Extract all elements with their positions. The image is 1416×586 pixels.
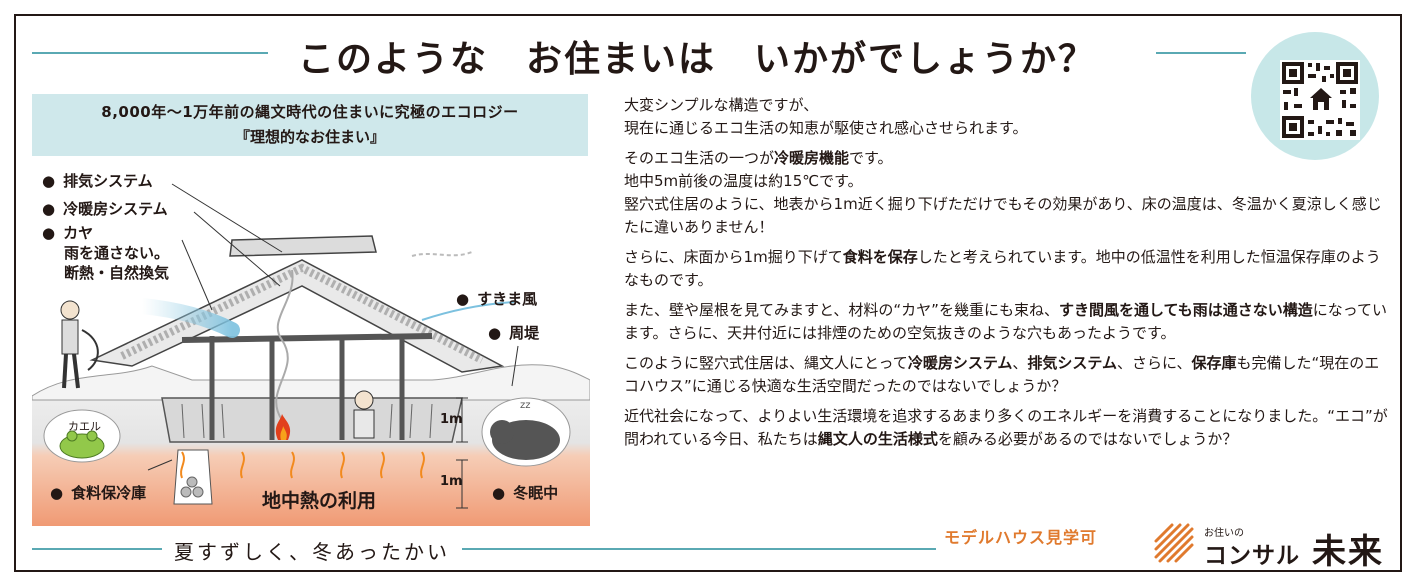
fire-icon	[275, 414, 291, 440]
label-draft: すきま風	[456, 288, 537, 309]
paragraph-6: 近代社会になって、よりよい生活環境を追求するあまり多くのエネルギーを消費すること…	[624, 405, 1394, 451]
frog-icon	[43, 409, 121, 463]
body-text: 大変シンプルな構造ですが、 現在に通じるエコ生活の知恵が駆使され感心させられます…	[624, 94, 1394, 458]
p2-pre: そのエコ生活の一つが	[624, 149, 775, 167]
paragraph-2: そのエコ生活の一つが冷暖房機能です。 地中5m前後の温度は約15℃です。 竪穴式…	[624, 147, 1394, 239]
label-heating: 冷暖房システム	[42, 198, 168, 219]
headline-rule-left	[32, 52, 268, 54]
p6-post: を顧みる必要があるのではないでしょうか？	[937, 430, 1238, 448]
subhead-line-1: 8,000年～1万年前の縄文時代の住まいに究極のエコロジー	[101, 103, 519, 121]
model-house-notice: モデルハウス見学可	[944, 528, 1098, 547]
label-frog: カエル	[68, 420, 101, 433]
p2-line-b: 地中5m前後の温度は約15℃です。	[624, 172, 863, 190]
headline-rule-right	[1156, 52, 1246, 54]
label-geothermal: 地中熱の利用	[262, 490, 377, 512]
p5-post: も完備した“現在のエコハウス”に通じる快適な生活空間だったのではないでしょうか？	[624, 354, 1380, 395]
p2-bold: 冷暖房機能	[774, 149, 850, 167]
standing-person	[60, 300, 99, 389]
label-hibernation: 冬眠中	[492, 482, 558, 503]
p2-line-c: 竪穴式住居のように、地表から1m近く掘り下げただけでもその効果があり、床の温度は…	[624, 195, 1382, 236]
p5-bold-1: 冷暖房システム	[907, 354, 1013, 372]
label-depth-2: 1m	[440, 474, 463, 489]
label-exhaust: 排気システム	[42, 170, 153, 191]
p5-sep-1: 、	[1012, 354, 1028, 372]
p5-pre: このように竪穴式住居は、縄文人にとって	[624, 354, 908, 372]
footer-rule-right	[462, 548, 936, 550]
food-storage-jar	[173, 449, 213, 505]
subhead-line-2: 『理想的なお住まい』	[234, 128, 385, 146]
p3-bold: 食料を保存	[842, 248, 918, 266]
p6-pre: 近代社会になって、よりよい生活環境を追求するあまり多くのエネルギーを消費すること…	[624, 407, 1388, 448]
seated-person	[353, 390, 375, 439]
logo-stripes-icon	[1152, 521, 1196, 565]
house-icon	[1310, 88, 1332, 110]
pit-dwelling-illustration: zz 排気システム 冷暖房システム カヤ 雨を	[32, 160, 590, 526]
footer-rule-left	[32, 548, 162, 550]
logo-name: コンサル	[1204, 543, 1300, 569]
p5-bold-2: 排気システム	[1027, 354, 1117, 372]
p5-sep-2: 、さらに、	[1116, 354, 1192, 372]
subhead-box: 8,000年～1万年前の縄文時代の住まいに究極のエコロジー 『理想的なお住まい』	[32, 94, 588, 156]
p1-line-a: 大変シンプルな構造ですが、	[624, 96, 819, 114]
paragraph-5: このように竪穴式住居は、縄文人にとって冷暖房システム、排気システム、さらに、保存…	[624, 352, 1394, 398]
logo-kanji: 未来	[1312, 532, 1384, 572]
label-depth-1: 1m	[440, 412, 463, 427]
svg-text:zz: zz	[520, 400, 531, 411]
p6-bold: 縄文人の生活様式	[817, 430, 938, 448]
bear-icon: zz	[481, 397, 571, 467]
p4-bold: すき間風を通しても雨は通さない構造	[1058, 301, 1313, 319]
paragraph-1: 大変シンプルな構造ですが、 現在に通じるエコ生活の知恵が駆使され感心させられます…	[624, 94, 1394, 140]
qr-code-icon[interactable]	[1280, 60, 1360, 140]
label-embankment: 周堤	[488, 322, 539, 343]
label-kaya: カヤ	[42, 222, 93, 243]
paragraph-4: また、壁や屋根を見てみますと、材料の“カヤ”を幾重にも束ね、すき間風を通しても雨…	[624, 299, 1394, 345]
label-kaya-note2: 断熱・自然換気	[64, 264, 170, 282]
label-food-storage: 食料保冷庫	[50, 482, 146, 503]
p3-pre: さらに、床面から1m掘り下げて	[624, 248, 843, 266]
p5-bold-3: 保存庫	[1191, 354, 1237, 372]
p4-post: になっています。さらに、天井付近には排煙のための空気抜きのような穴もあったようで…	[624, 301, 1388, 342]
p4-pre: また、壁や屋根を見てみますと、材料の“カヤ”を幾重にも束ね、	[624, 301, 1059, 319]
paragraph-3: さらに、床面から1m掘り下げて食料を保存したと考えられています。地中の低温性を利…	[624, 246, 1394, 292]
headline: このような お住まいは いかがでしょうか？	[297, 39, 1096, 80]
logo-small-text: お住いの	[1204, 528, 1244, 539]
footer-tagline: 夏すずしく、冬あったかい	[170, 536, 454, 565]
p3-post: したと考えられています。地中の低温性を利用した恒温保存庫のようなものです。	[624, 248, 1381, 289]
p1-line-b: 現在に通じるエコ生活の知恵が駆使され感心させられます。	[624, 119, 1028, 137]
p2-post: です。	[849, 149, 893, 167]
label-kaya-note1: 雨を通さない。	[64, 244, 170, 262]
